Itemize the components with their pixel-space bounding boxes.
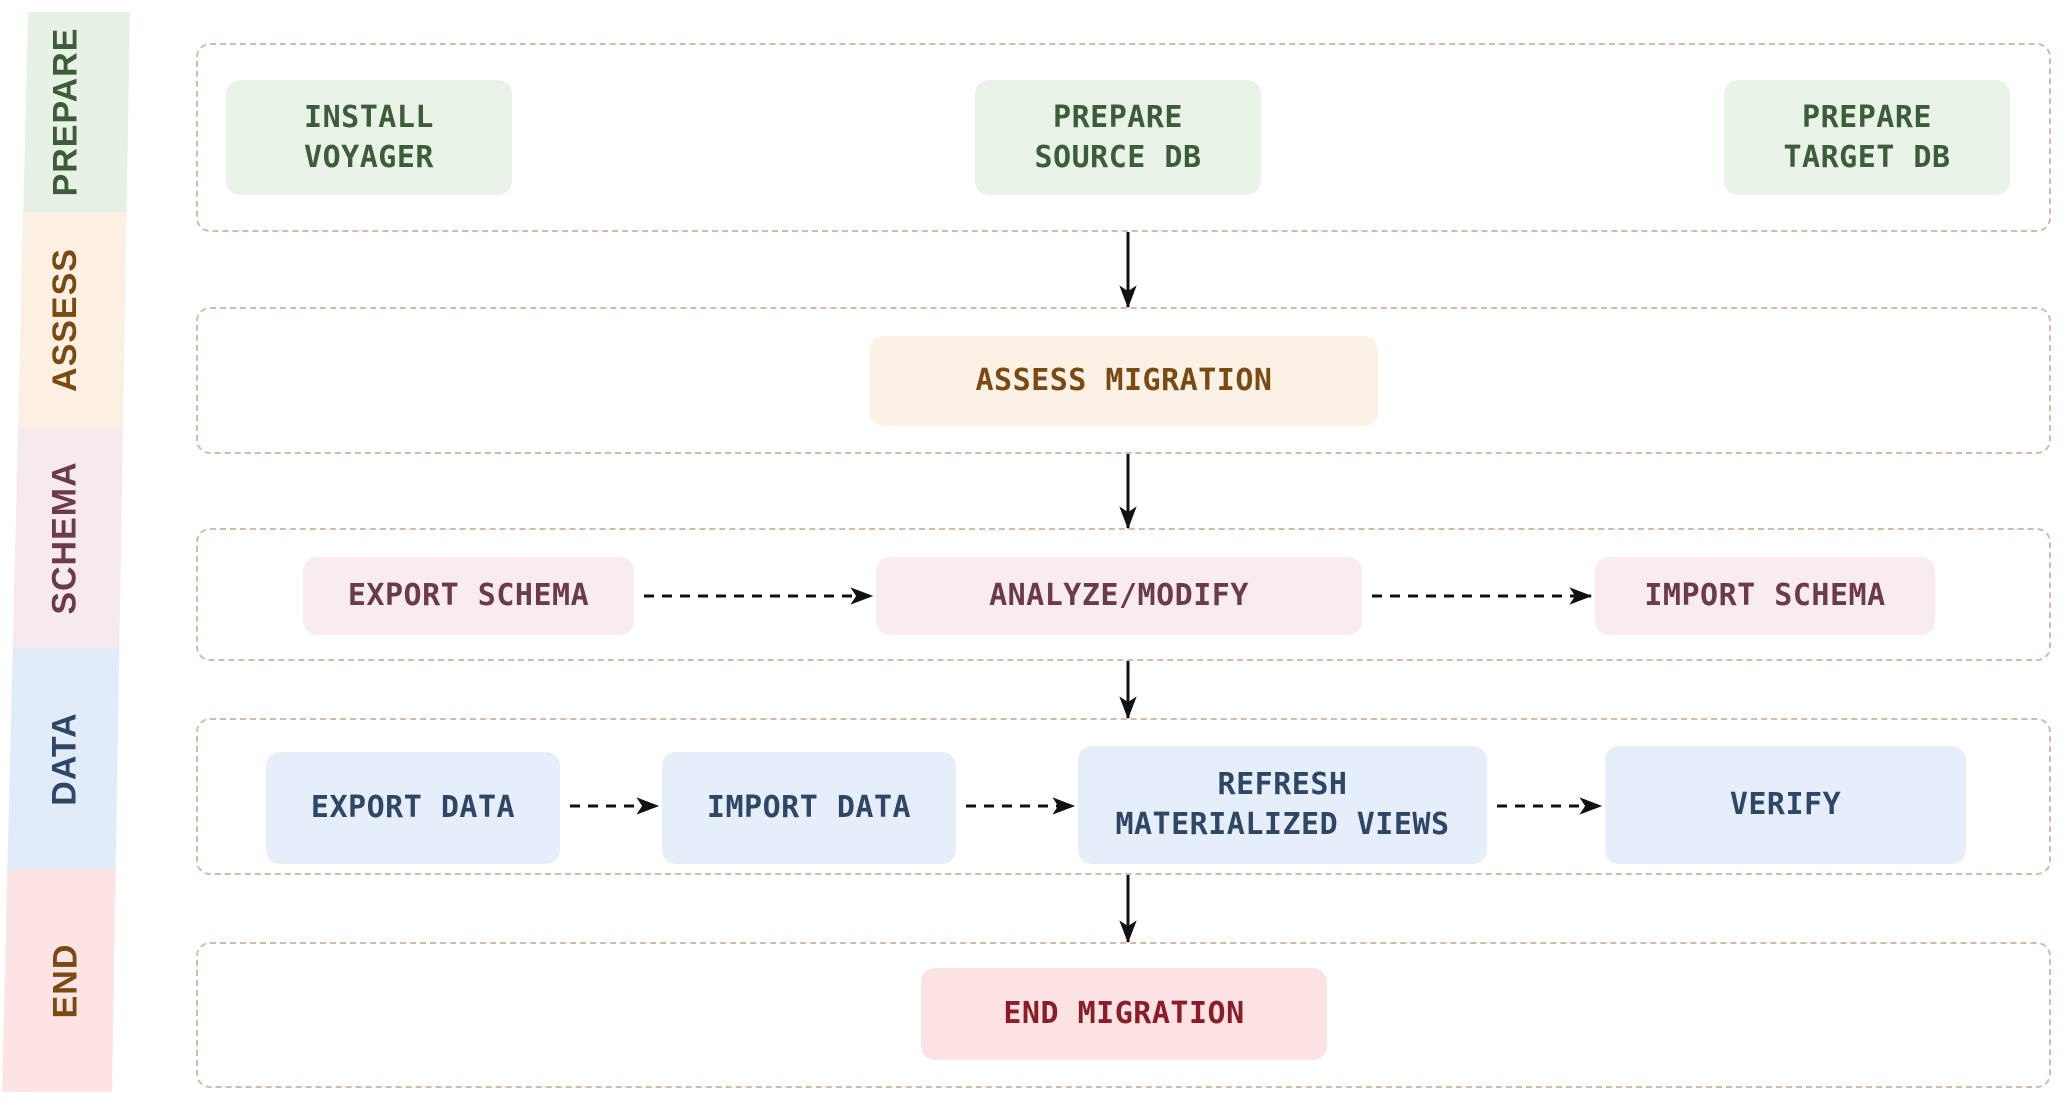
phase-label-end: END xyxy=(45,943,84,1019)
phase-band-data[interactable]: DATA xyxy=(7,648,120,870)
node-install-voyager[interactable]: INSTALL VOYAGER xyxy=(226,80,512,195)
node-end-migration[interactable]: END MIGRATION xyxy=(921,968,1327,1060)
node-assess-migration[interactable]: ASSESS MIGRATION xyxy=(870,336,1378,426)
node-import-data[interactable]: IMPORT DATA xyxy=(662,752,956,864)
phase-ribbon: PREPARE ASSESS SCHEMA DATA END xyxy=(0,0,130,1105)
phase-band-end[interactable]: END xyxy=(2,870,116,1092)
node-prepare-target-db[interactable]: PREPARE TARGET DB xyxy=(1724,80,2010,195)
row-container-prepare xyxy=(196,43,2051,232)
phase-band-assess[interactable]: ASSESS xyxy=(17,212,127,428)
node-export-schema[interactable]: EXPORT SCHEMA xyxy=(303,557,634,635)
node-prepare-source-db[interactable]: PREPARE SOURCE DB xyxy=(975,80,1261,195)
phase-band-prepare[interactable]: PREPARE xyxy=(23,12,130,212)
node-analyze-modify[interactable]: ANALYZE/MODIFY xyxy=(876,557,1362,635)
node-verify[interactable]: VERIFY xyxy=(1605,746,1966,864)
phase-label-data: DATA xyxy=(45,712,84,806)
phase-label-prepare: PREPARE xyxy=(46,27,85,197)
node-import-schema[interactable]: IMPORT SCHEMA xyxy=(1595,557,1935,635)
phase-band-schema[interactable]: SCHEMA xyxy=(12,428,124,648)
node-refresh-materialized-views[interactable]: REFRESH MATERIALIZED VIEWS xyxy=(1078,746,1487,864)
phase-label-assess: ASSESS xyxy=(46,248,85,392)
phase-label-schema: SCHEMA xyxy=(46,461,84,615)
node-export-data[interactable]: EXPORT DATA xyxy=(266,752,560,864)
